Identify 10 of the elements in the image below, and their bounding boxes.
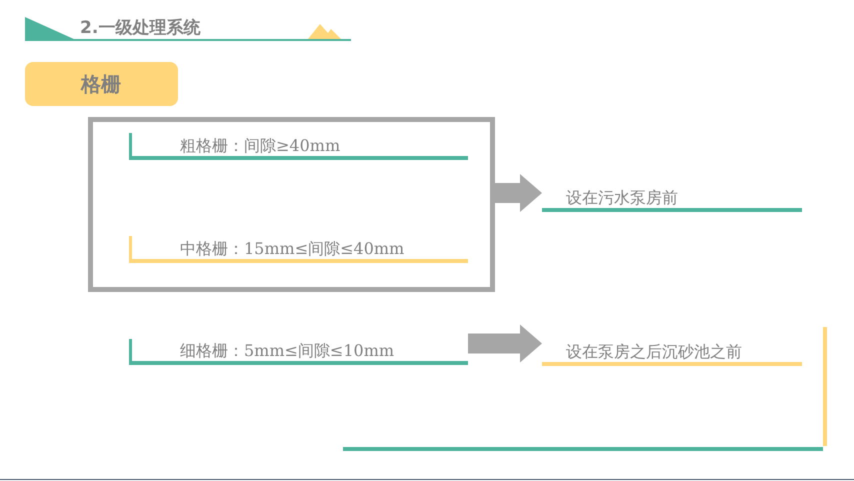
underlined-label: 粗格栅：间隙≥40mm: [129, 133, 468, 160]
arrow: [495, 174, 542, 212]
underlined-label: 中格栅：15mm≤间隙≤40mm: [129, 236, 468, 263]
heading-badge: 格栅: [25, 62, 178, 106]
arrow: [468, 324, 542, 362]
frame-box: [88, 117, 495, 292]
underlined-label: 设在污水泵房前: [542, 180, 802, 212]
underlined-label: 细格栅：5mm≤间隙≤10mm: [129, 339, 468, 365]
section-title: 2.一级处理系统: [80, 17, 200, 39]
underlined-label: 设在泵房之后沉砂池之前: [542, 333, 802, 366]
